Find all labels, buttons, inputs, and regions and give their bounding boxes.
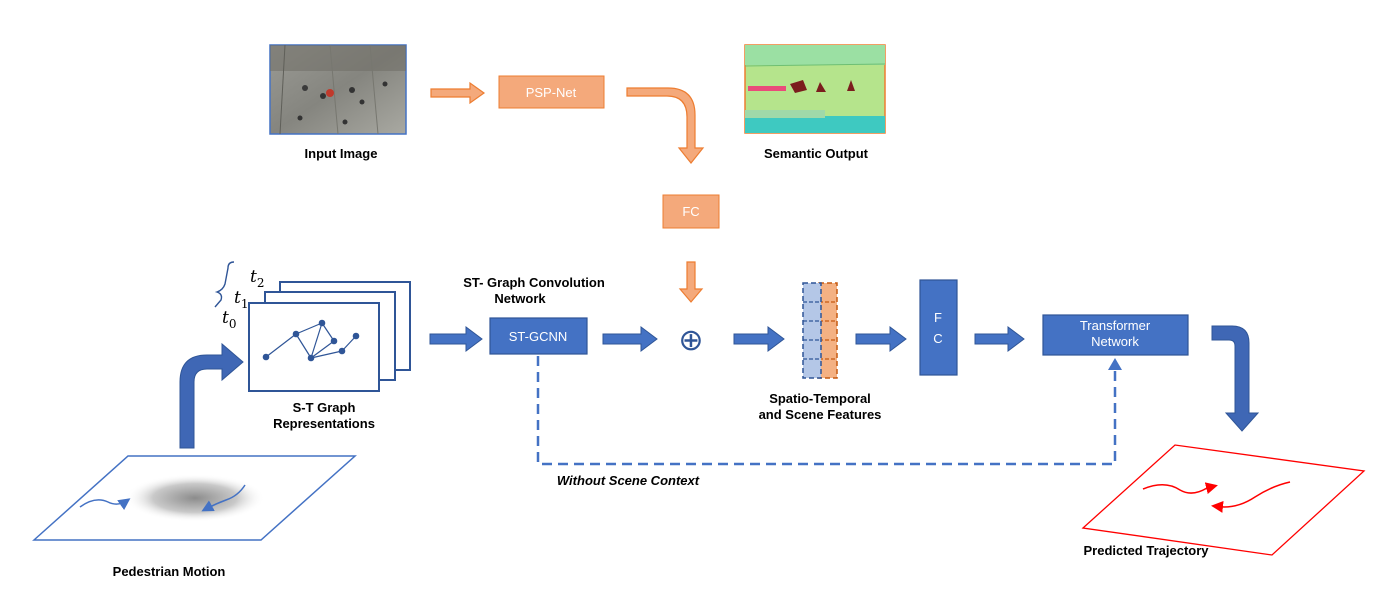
semantic-output-image — [744, 44, 886, 134]
predicted-trajectory-plane — [1081, 444, 1366, 556]
arrow-fc-to-transformer — [974, 326, 1025, 352]
arrow-pspnet-to-fc — [626, 87, 705, 164]
input-image — [269, 44, 407, 135]
pspnet-box: PSP-Net — [498, 75, 605, 109]
semantic-output-label: Semantic Output — [764, 146, 869, 161]
st-graph-label-line2: Representations — [273, 416, 375, 431]
features-label-line2: and Scene Features — [759, 407, 882, 422]
arrow-fc-to-concat — [678, 261, 704, 303]
input-image-label: Input Image — [305, 146, 378, 161]
stgcnn-label: ST-GCNN — [509, 329, 568, 344]
arrow-graph-to-stgcnn — [429, 326, 483, 352]
arrow-transformer-to-prediction — [1211, 325, 1260, 432]
pedestrian-motion-plane — [32, 455, 357, 541]
arrow-motion-to-graph — [179, 342, 244, 449]
st-graph-label-line1: S-T Graph — [293, 400, 356, 415]
fc-mid-label-line2: C — [933, 331, 942, 346]
stgcnn-box: ST-GCNN — [489, 317, 588, 355]
feature-spatio-temporal-column — [802, 282, 822, 379]
arrow-stgcnn-to-concat — [602, 326, 658, 352]
time-brace — [214, 261, 235, 308]
arrow-image-to-pspnet — [430, 81, 486, 105]
st-graph-stack — [248, 281, 411, 392]
st-gcn-title-line2: Network — [494, 291, 546, 306]
transformer-box: Transformer Network — [1042, 314, 1189, 356]
pedestrian-motion-label: Pedestrian Motion — [113, 564, 226, 579]
pspnet-label: PSP-Net — [526, 85, 577, 100]
transformer-label-line1: Transformer — [1080, 318, 1151, 333]
predicted-trajectory-label: Predicted Trajectory — [1084, 543, 1210, 558]
time-label-t0: t0 — [222, 308, 236, 331]
st-gcn-title-line1: ST- Graph Convolution — [463, 275, 605, 290]
without-scene-context-label: Without Scene Context — [557, 473, 700, 488]
feature-stack — [802, 282, 838, 379]
fc-top-box: FC — [662, 194, 720, 229]
fc-top-label: FC — [682, 204, 699, 219]
arrow-concat-to-features — [733, 326, 785, 352]
st-graph-edges — [265, 322, 357, 359]
st-graph-nodes — [262, 319, 360, 362]
transformer-label-line2: Network — [1091, 334, 1139, 349]
fc-mid-label-line1: F — [934, 310, 942, 325]
time-label-t1: t1 — [234, 288, 248, 311]
bypass-dashed-line — [536, 356, 1122, 466]
fc-mid-box: F C — [919, 279, 958, 376]
concat-symbol: ⊕ — [678, 323, 703, 358]
arrow-features-to-fc — [855, 326, 907, 352]
time-label-t2: t2 — [250, 267, 264, 290]
features-label-line1: Spatio-Temporal — [769, 391, 871, 406]
